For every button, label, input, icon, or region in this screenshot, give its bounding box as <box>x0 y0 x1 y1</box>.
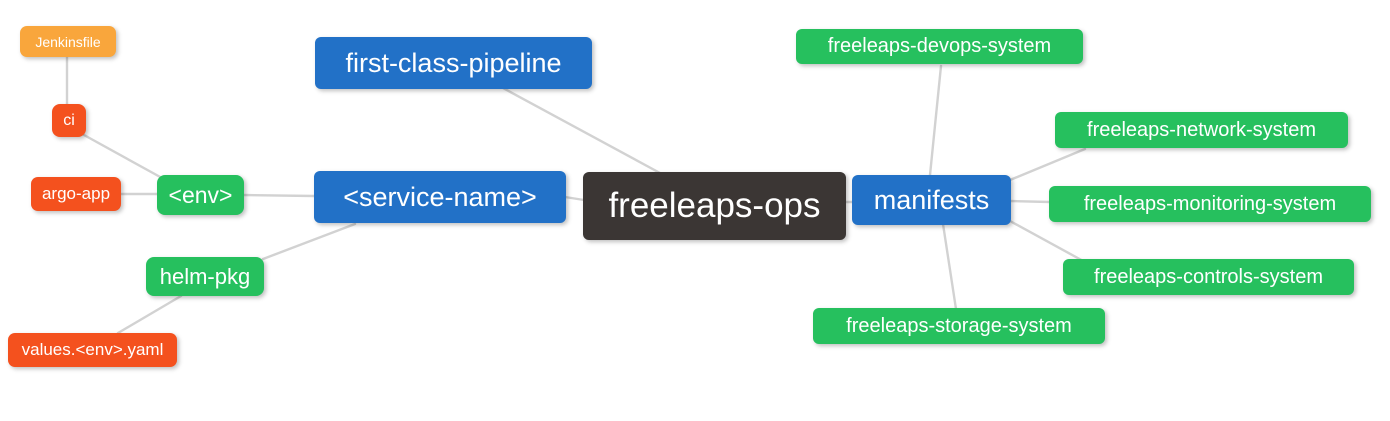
edge-pipeline-freeleaps-ops <box>501 86 662 175</box>
node-helm-pkg[interactable]: helm-pkg <box>146 257 264 296</box>
node-jenkinsfile[interactable]: Jenkinsfile <box>20 26 116 57</box>
node-freeleaps-ops[interactable]: freeleaps-ops <box>583 172 846 240</box>
node-manifests[interactable]: manifests <box>852 175 1011 225</box>
edge-manifests-devops <box>928 64 943 177</box>
edge-service-name-freeleaps-ops <box>563 195 586 202</box>
edge-manifests-controls <box>1008 219 1087 264</box>
node-ci[interactable]: ci <box>52 104 86 137</box>
edge-manifests-network <box>1008 147 1087 182</box>
node-freeleaps-network-system[interactable]: freeleaps-network-system <box>1055 112 1348 148</box>
edge-values-helm-pkg <box>116 294 183 335</box>
node-freeleaps-storage-system[interactable]: freeleaps-storage-system <box>813 308 1105 344</box>
node-freeleaps-monitoring-system[interactable]: freeleaps-monitoring-system <box>1049 186 1371 222</box>
node-values-env-yaml[interactable]: values.<env>.yaml <box>8 333 177 367</box>
edge-helm-pkg-service-name <box>261 222 357 261</box>
node-argo-app[interactable]: argo-app <box>31 177 121 211</box>
node-first-class-pipeline[interactable]: first-class-pipeline <box>315 37 592 89</box>
node-freeleaps-devops-system[interactable]: freeleaps-devops-system <box>796 29 1083 64</box>
node-env[interactable]: <env> <box>157 175 244 215</box>
edge-env-service-name <box>241 193 316 198</box>
node-freeleaps-controls-system[interactable]: freeleaps-controls-system <box>1063 259 1354 295</box>
node-service-name[interactable]: <service-name> <box>314 171 566 223</box>
edge-manifests-storage <box>941 222 958 311</box>
edge-manifests-monitoring <box>1008 199 1052 204</box>
edge-ci-env <box>82 133 164 180</box>
